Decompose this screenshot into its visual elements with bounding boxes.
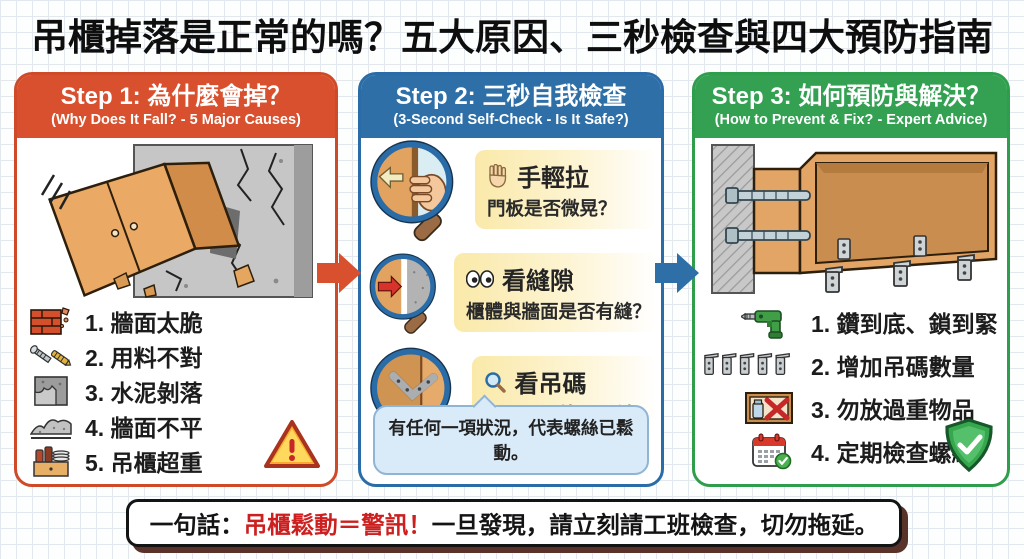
step3-tip-list: 1. 鑽到底、鎖到緊 xyxy=(695,300,1007,472)
check-question: 門板是否微晃？ xyxy=(487,198,617,220)
step1-cause-list: 1. 牆面太脆 xyxy=(17,303,335,478)
check-question: 櫃體與牆面是否有縫？ xyxy=(465,301,651,323)
step3-title: Step 3: 如何預防與解決？ xyxy=(711,83,991,110)
no-heavy-items-icon xyxy=(703,391,803,425)
magnifier-gap-illustration xyxy=(369,253,436,334)
list-item: 1. 牆面太脆 xyxy=(17,303,335,338)
step3-header: Step 3: 如何預防與解決？ (How to Prevent & Fix? … xyxy=(695,75,1007,139)
tip-label: 1. 鑽到底、鎖到緊 xyxy=(811,310,998,337)
tip-label: 4. 定期檢查螺絲 xyxy=(811,439,975,466)
brick-wall-icon xyxy=(25,306,77,336)
step2-title: Step 2: 三秒自我檢查 xyxy=(395,83,627,110)
step1-panel: Step 1: 為什麼會掉？ (Why Does It Fall? - 5 Ma… xyxy=(14,72,338,487)
arrow-step1-to-step2 xyxy=(317,253,361,293)
hand-icon xyxy=(489,163,507,188)
step2-callout: 有任何一項狀況，代表螺絲已鬆動。 xyxy=(373,405,649,475)
anchored-cabinet-illustration xyxy=(711,144,998,295)
eyes-icon xyxy=(465,270,494,288)
warning-triangle-icon xyxy=(263,419,321,476)
screw-anchor-icon xyxy=(25,341,77,371)
list-item: 2. 增加吊碼數量 xyxy=(695,343,1007,386)
list-item: 3. 水泥剝落 xyxy=(17,373,335,408)
cause-label: 4. 牆面不平 xyxy=(85,414,203,441)
calendar-check-icon xyxy=(703,432,803,470)
step1-header: Step 1: 為什麼會掉？ (Why Does It Fall? - 5 Ma… xyxy=(17,75,335,139)
footer-prefix: 一句話： xyxy=(149,512,244,538)
list-item: 5. 吊櫃超重 xyxy=(17,443,335,478)
cement-peel-icon xyxy=(25,376,77,406)
cause-label: 5. 吊櫃超重 xyxy=(85,449,203,476)
brackets-row-icon xyxy=(703,352,803,378)
drill-icon xyxy=(703,305,803,339)
footer-warning-text: 吊櫃鬆動＝警訊！ xyxy=(243,512,432,538)
magnifier-hand-pull-illustration xyxy=(370,140,454,242)
arrow-step2-to-step3 xyxy=(655,253,699,293)
falling-cabinet-illustration xyxy=(40,144,313,299)
step3-panel: Step 3: 如何預防與解決？ (How to Prevent & Fix? … xyxy=(692,72,1010,487)
list-item: 4. 牆面不平 xyxy=(17,408,335,443)
tip-label: 2. 增加吊碼數量 xyxy=(811,353,975,380)
shield-check-icon xyxy=(941,417,997,478)
list-item: 2. 用料不對 xyxy=(17,338,335,373)
check-item: 手輕拉 門板是否微晃？ xyxy=(361,138,661,242)
check-title-text: 看縫隙 xyxy=(501,268,574,296)
magnifier-icon xyxy=(485,372,507,393)
uneven-wall-icon xyxy=(25,412,77,440)
check-item: 看縫隙 櫃體與牆面是否有縫？ xyxy=(361,241,661,344)
step1-title: Step 1: 為什麼會掉？ xyxy=(60,83,292,110)
cause-label: 2. 用料不對 xyxy=(85,344,203,371)
check-title-text: 看吊碼 xyxy=(514,371,587,399)
check-title-text: 手輕拉 xyxy=(517,165,589,193)
page-title: 吊櫃掉落是正常的嗎？五大原因、三秒檢查與四大預防指南 xyxy=(31,17,993,58)
step2-header: Step 2: 三秒自我檢查 (3-Second Self-Check - Is… xyxy=(361,75,661,139)
list-item: 4. 定期檢查螺絲 xyxy=(695,429,1007,472)
step1-subtitle: (Why Does It Fall? - 5 Major Causes) xyxy=(51,112,301,128)
footer-suffix: 一旦發現，請立刻請工班檢查，切勿拖延。 xyxy=(431,512,879,538)
list-item: 3. 勿放過重物品 xyxy=(695,386,1007,429)
check-text-1: 手輕拉 門板是否微晃？ xyxy=(475,150,657,230)
step3-subtitle: (How to Prevent & Fix? - Expert Advice) xyxy=(714,112,988,128)
overloaded-cabinet-icon xyxy=(25,444,77,478)
step2-subtitle: (3-Second Self-Check - Is It Safe?) xyxy=(393,112,629,128)
footer-banner: 一句話：吊櫃鬆動＝警訊！一旦發現，請立刻請工班檢查，切勿拖延。 xyxy=(126,499,902,547)
cause-label: 3. 水泥剝落 xyxy=(85,379,203,406)
check-text-2: 看縫隙 櫃體與牆面是否有縫？ xyxy=(453,253,657,333)
step2-panel: Step 2: 三秒自我檢查 (3-Second Self-Check - Is… xyxy=(358,72,664,487)
cause-label: 1. 牆面太脆 xyxy=(85,309,203,336)
tip-label: 3. 勿放過重物品 xyxy=(811,396,975,423)
list-item: 1. 鑽到底、鎖到緊 xyxy=(695,300,1007,343)
